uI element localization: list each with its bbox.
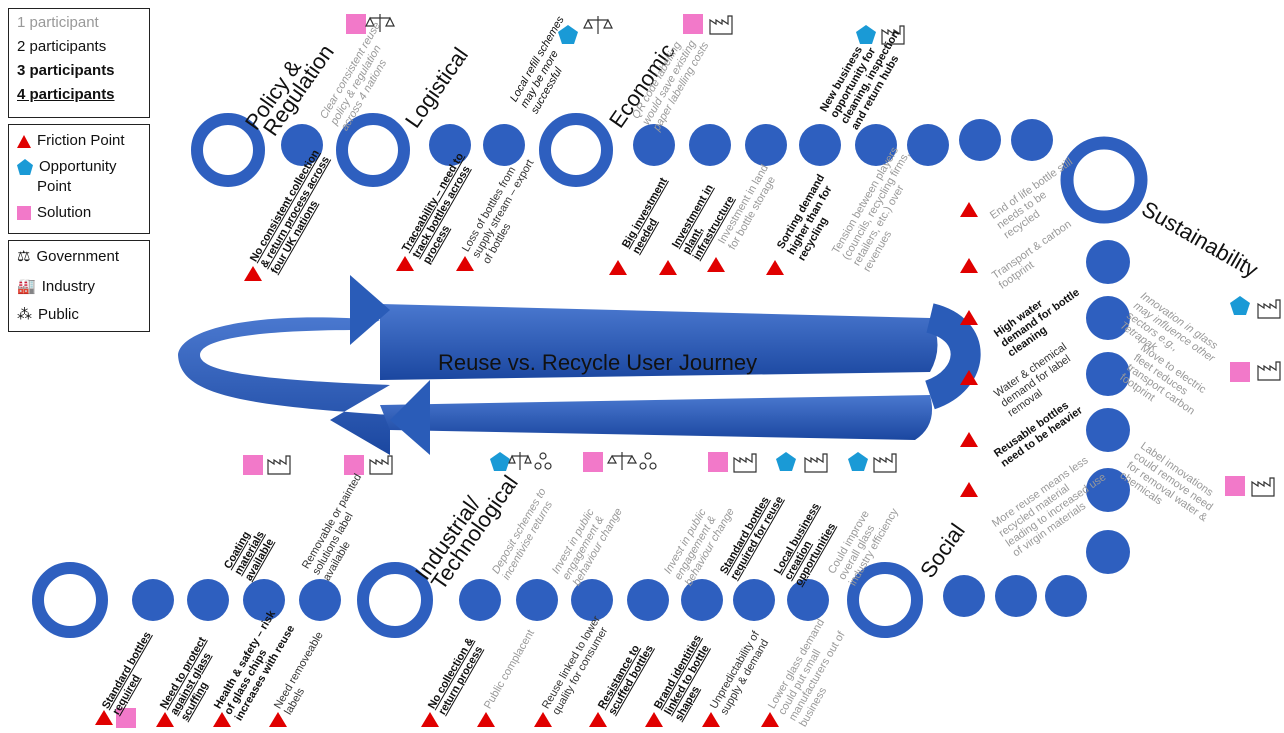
logistical-stage-ring (336, 113, 410, 187)
social-stage-ring (847, 562, 923, 638)
node (1086, 240, 1130, 284)
legend-friction: Friction Point (17, 131, 125, 151)
scales-icon: ⚖ (17, 248, 31, 265)
node (187, 579, 229, 621)
node (907, 124, 949, 166)
government-icon (583, 16, 613, 34)
node (1086, 296, 1130, 340)
node (627, 579, 669, 621)
node (681, 579, 723, 621)
node (132, 579, 174, 621)
node (1086, 352, 1130, 396)
industry-icon (369, 455, 393, 475)
industry-icon (873, 453, 897, 473)
legend-1-participant: 1 participant (17, 14, 99, 31)
journey-title: Reuse vs. Recycle User Journey (438, 350, 758, 375)
node (299, 579, 341, 621)
node (959, 119, 1001, 161)
node (689, 124, 731, 166)
legend-points: Friction Point Opportunity Point Solutio… (8, 124, 150, 234)
node (1086, 468, 1130, 512)
industry-icon (709, 15, 733, 35)
legend-3-participants: 3 participants (17, 62, 115, 79)
people-icon: ⁂ (17, 306, 32, 323)
node (459, 579, 501, 621)
node (1011, 119, 1053, 161)
factory-icon: 🏭 (17, 278, 36, 295)
opportunity-markers (490, 25, 1250, 471)
public-icon (639, 452, 657, 470)
square-icon (17, 206, 31, 220)
economic-stage-ring (539, 113, 613, 187)
industry-icon (804, 453, 828, 473)
legend-point: Point (37, 178, 72, 195)
node (1045, 575, 1087, 617)
industrial-stage-ring (357, 562, 433, 638)
public-icon (534, 452, 552, 470)
industry-icon (267, 455, 291, 475)
sustainability-stage-ring (1060, 136, 1148, 224)
node (483, 124, 525, 166)
solution-markers (116, 14, 1250, 728)
node (799, 124, 841, 166)
cycle-arrow (178, 275, 981, 455)
legend-opportunity: Opportunity (17, 157, 117, 177)
industry-icon (733, 453, 757, 473)
policy-stage-ring (191, 113, 265, 187)
legend-industry: 🏭Industry (17, 278, 96, 295)
stakeholder-icons (267, 14, 1281, 497)
node (633, 124, 675, 166)
government-icon (365, 14, 395, 32)
node (787, 579, 829, 621)
node (281, 124, 323, 166)
node (1086, 408, 1130, 452)
node (855, 124, 897, 166)
legend-solution: Solution (17, 203, 91, 223)
legend-public: ⁂Public (17, 306, 79, 323)
friction-markers (95, 202, 978, 727)
legend-2-participants: 2 participants (17, 38, 107, 55)
industry-icon (1251, 477, 1275, 497)
node (243, 579, 285, 621)
pentagon-icon (17, 159, 33, 175)
node (429, 124, 471, 166)
node (571, 579, 613, 621)
node (995, 575, 1037, 617)
start-stage-ring (32, 562, 108, 638)
government-icon (508, 452, 532, 470)
node (516, 579, 558, 621)
legend-government: ⚖Government (17, 248, 119, 265)
node (1086, 530, 1130, 574)
top-journey-nodes (32, 113, 1148, 638)
government-icon (606, 452, 638, 470)
industry-icon (1257, 361, 1281, 381)
industry-icon (881, 25, 905, 45)
industry-icon (1257, 299, 1281, 319)
node (745, 124, 787, 166)
legend-stakeholders: ⚖Government 🏭Industry ⁂Public (8, 240, 150, 332)
node (733, 579, 775, 621)
legend-4-participants: 4 participants (17, 86, 115, 103)
legend-participants: 1 participant 2 participants 3 participa… (8, 8, 150, 118)
triangle-icon (17, 134, 31, 148)
node (943, 575, 985, 617)
